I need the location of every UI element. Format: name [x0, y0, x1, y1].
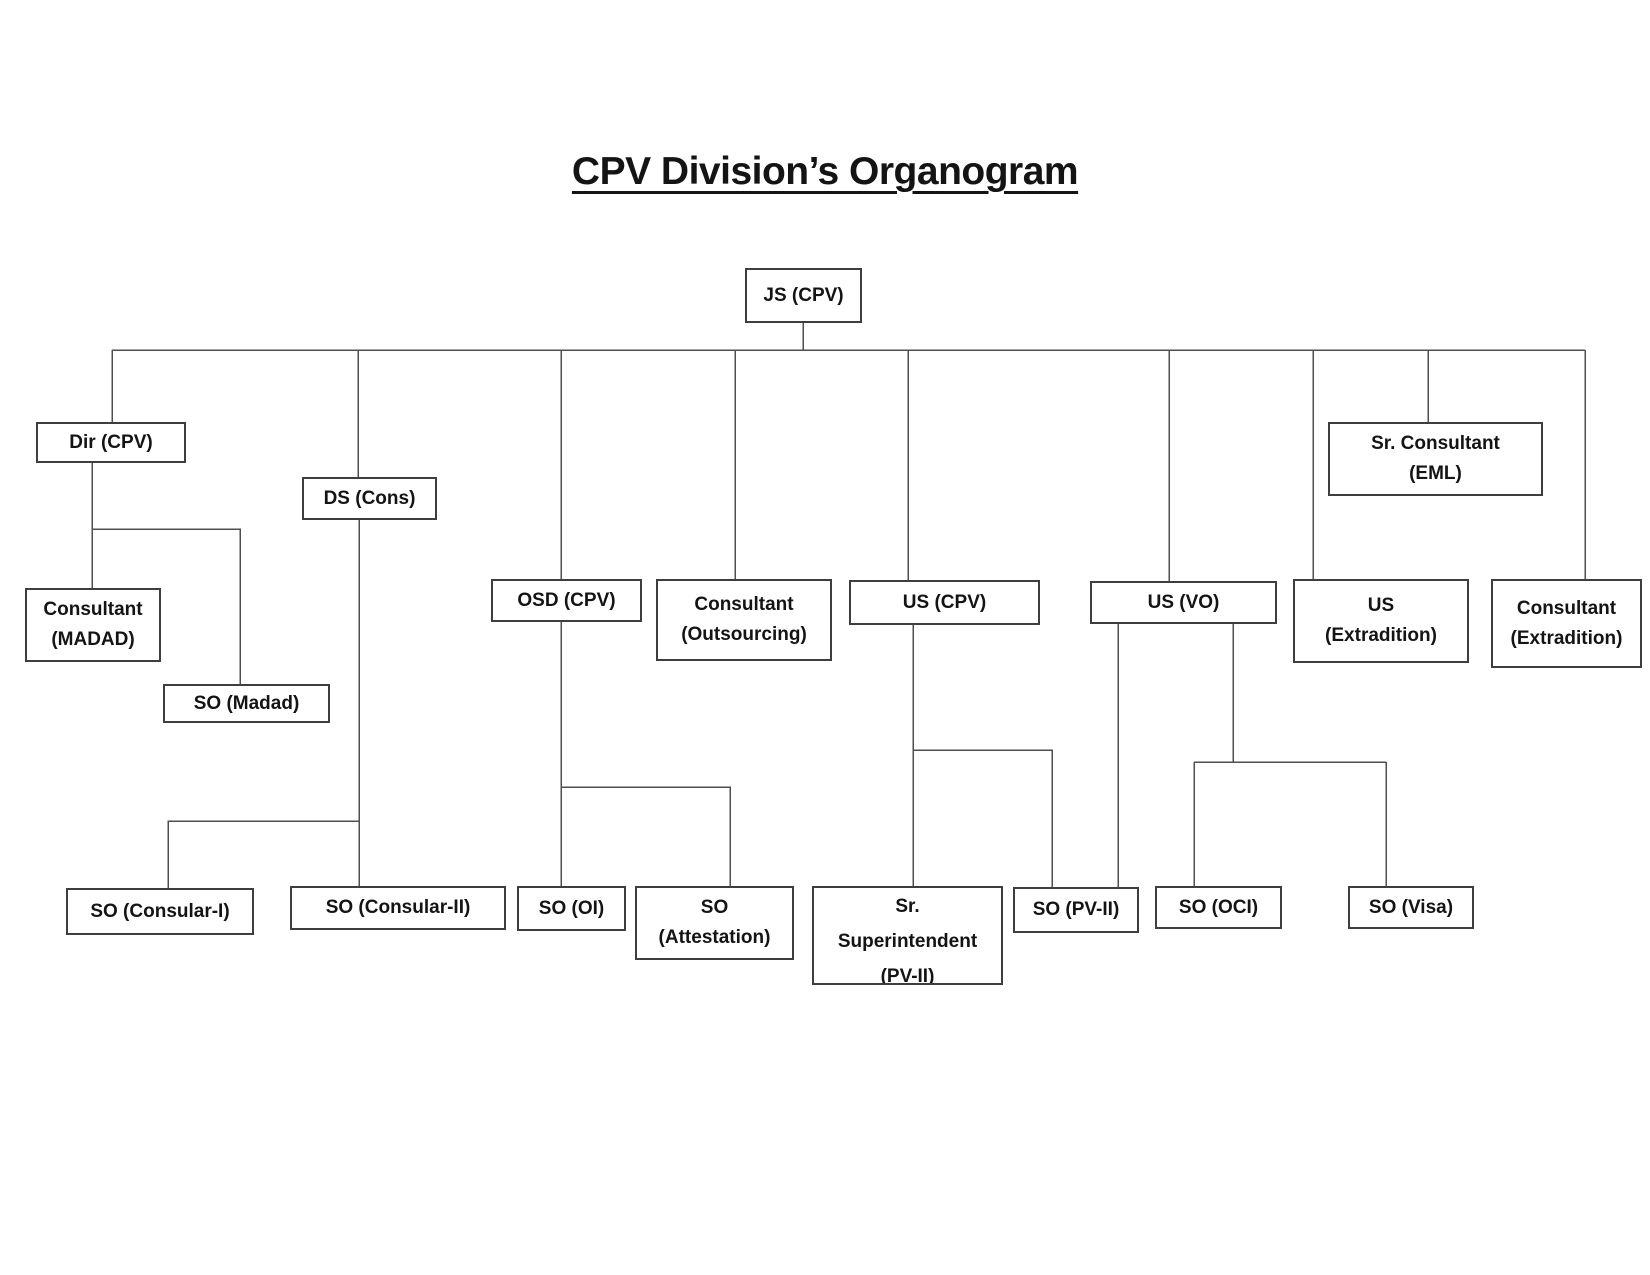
node-sr-consultant-eml: Sr. Consultant (EML): [1328, 422, 1543, 496]
node-so-madad: SO (Madad): [163, 684, 330, 723]
node-sr-superintendent-pv2: Sr. Superintendent (PV-II): [812, 886, 1003, 985]
node-dir-cpv: Dir (CPV): [36, 422, 186, 463]
node-so-visa: SO (Visa): [1348, 886, 1474, 929]
node-so-consular-2: SO (Consular-II): [290, 886, 506, 930]
node-us-vo: US (VO): [1090, 581, 1277, 624]
node-us-cpv: US (CPV): [849, 580, 1040, 625]
node-osd-cpv: OSD (CPV): [491, 579, 642, 622]
node-so-attestation: SO (Attestation): [635, 886, 794, 960]
node-ds-cons: DS (Cons): [302, 477, 437, 520]
node-consultant-madad: Consultant (MADAD): [25, 588, 161, 662]
node-so-consular-1: SO (Consular-I): [66, 888, 254, 935]
page-title: CPV Division’s Organogram: [571, 150, 1079, 193]
node-consultant-extradition: Consultant (Extradition): [1491, 579, 1642, 668]
node-so-oi: SO (OI): [517, 886, 626, 931]
node-so-oci: SO (OCI): [1155, 886, 1282, 929]
node-so-pv2: SO (PV-II): [1013, 887, 1139, 933]
node-us-extradition: US (Extradition): [1293, 579, 1469, 663]
node-consultant-outsourcing: Consultant (Outsourcing): [656, 579, 832, 661]
node-js-cpv: JS (CPV): [745, 268, 862, 323]
